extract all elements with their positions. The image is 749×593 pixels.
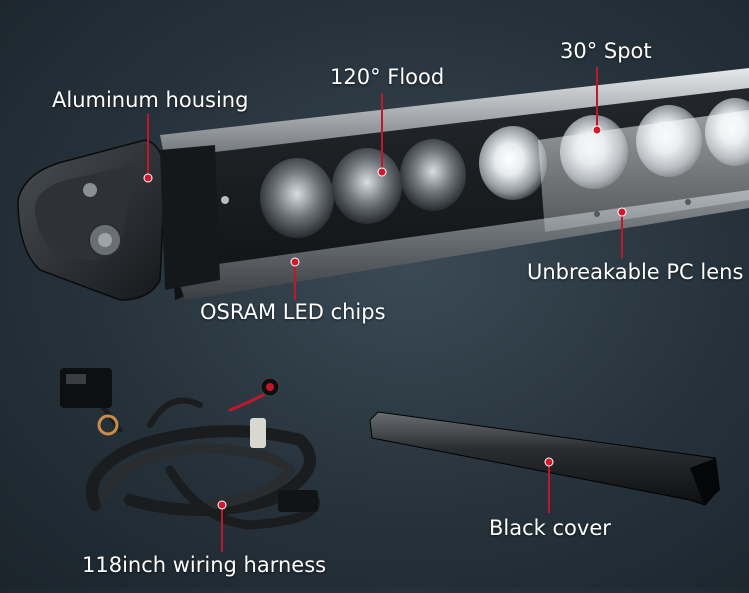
flood-led-3 [400, 139, 466, 211]
callout-dot [592, 125, 602, 135]
screw [594, 211, 600, 217]
light-bar [160, 68, 749, 300]
callout-dot [290, 257, 300, 267]
label-black-cover: Black cover [489, 516, 611, 540]
bar-top-edge [160, 68, 749, 160]
callout-dot [143, 173, 153, 183]
callout-dot [544, 457, 554, 467]
callout-dot [217, 500, 227, 510]
black-cover [369, 411, 720, 506]
screw [685, 199, 691, 205]
callouts [147, 67, 623, 552]
callout-dots [143, 125, 627, 510]
callout-dot [377, 167, 387, 177]
screw [221, 196, 229, 204]
ring-terminal [97, 414, 119, 436]
label-wiring-harness: 118inch wiring harness [82, 553, 327, 577]
flood-led-2 [332, 148, 402, 224]
dt-connector [278, 490, 318, 512]
switch-indicator [266, 383, 274, 391]
spot-led-1 [479, 126, 547, 200]
mounting-bracket [17, 139, 220, 301]
callout-dot [617, 207, 627, 217]
label-osram-chips: OSRAM LED chips [200, 300, 386, 324]
label-aluminum-housing: Aluminum housing [52, 88, 249, 112]
label-pc-lens: Unbreakable PC lens [527, 260, 744, 284]
pc-lens [538, 110, 749, 232]
label-flood-beam: 120° Flood [330, 65, 445, 89]
fuse-holder [250, 418, 266, 448]
relay-label [66, 374, 86, 384]
flood-led-1 [260, 158, 334, 238]
label-spot-beam: 30° Spot [560, 39, 652, 63]
